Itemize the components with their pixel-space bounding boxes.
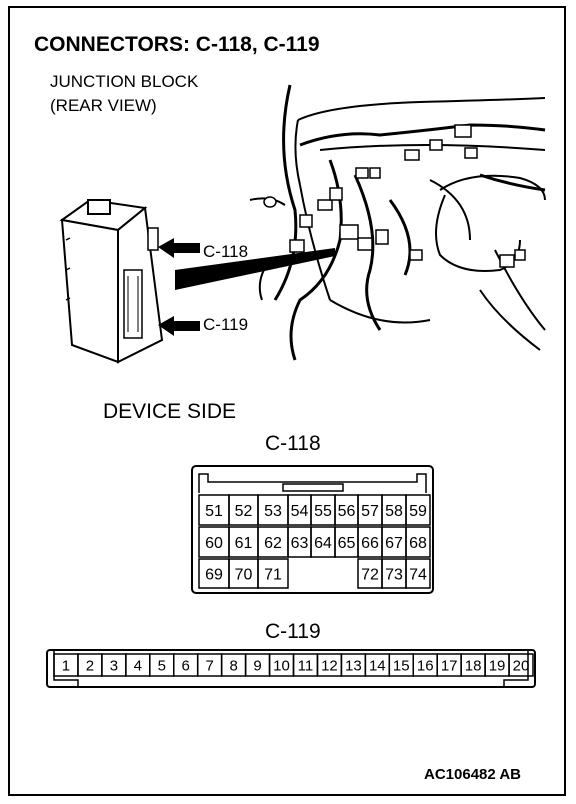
c119-pin-14-number: 14 (369, 657, 386, 674)
c118-connector-outline (191, 465, 434, 594)
c118-pin-64-number: 64 (314, 535, 332, 552)
c119-pin-12-number: 12 (321, 657, 338, 674)
page-title: CONNECTORS: C-118, C-119 (34, 33, 320, 56)
c118-pin-70-number: 70 (235, 566, 253, 583)
c119-pin-17-number: 17 (441, 657, 458, 674)
c118-pin-61-number: 61 (235, 535, 253, 552)
c118-pin-59-cell (405, 494, 431, 526)
c118-pin-53-number: 53 (264, 503, 282, 520)
c118-pin-52-number: 52 (235, 503, 253, 520)
c118-title: C-118 (265, 432, 321, 455)
view-label: (REAR VIEW) (50, 96, 157, 115)
c119-connector-outline (46, 649, 536, 688)
c118-pin-71-number: 71 (264, 566, 282, 583)
c118-pin-58-number: 58 (385, 503, 403, 520)
c119-pin-11-number: 11 (298, 657, 314, 674)
c119-pin-3-number: 3 (110, 657, 118, 674)
c118-pin-57-number: 57 (361, 503, 379, 520)
c118-pin-72-number: 72 (361, 566, 379, 583)
c119-pin-18-number: 18 (465, 657, 482, 674)
detail-pointer (175, 248, 335, 290)
c118-pin-60-number: 60 (205, 535, 223, 552)
c118-pin-74-number: 74 (409, 566, 427, 583)
c119-pin-5-number: 5 (158, 657, 166, 674)
dashboard-drawing (249, 84, 546, 361)
c119-pin-8-number: 8 (229, 657, 237, 674)
dashboard-connectors (263, 124, 526, 268)
c119-pin-10-number: 10 (273, 657, 290, 674)
c118-pin-54-number: 54 (291, 503, 309, 520)
c118-pin-51-number: 51 (205, 503, 223, 520)
c118-pin-56-number: 56 (338, 503, 356, 520)
c118-pin-74-cell (405, 558, 431, 589)
c119-pin-19-number: 19 (489, 657, 506, 674)
c119-title: C-119 (265, 620, 321, 643)
c118-pin-63-number: 63 (291, 535, 309, 552)
c119-pin-1-number: 1 (62, 657, 70, 674)
c119-pin-13-number: 13 (345, 657, 362, 674)
device-side-label: DEVICE SIDE (103, 400, 237, 423)
c119-pin-16-number: 16 (417, 657, 434, 674)
c118-pin-55-number: 55 (314, 503, 332, 520)
c119-pin-20-number: 20 (513, 657, 530, 674)
c118-pin-65-number: 65 (338, 535, 356, 552)
c118-pin-62-number: 62 (264, 535, 282, 552)
c119-pin-15-number: 15 (393, 657, 410, 674)
c119-pin-6-number: 6 (182, 657, 190, 674)
figure-code: AC106482 AB (424, 766, 521, 783)
junction-block-drawing (59, 198, 164, 364)
c118-pin-67-number: 67 (385, 535, 403, 552)
c119-callout-label: C-119 (203, 315, 249, 334)
c119-pin-20-cell (508, 653, 534, 677)
figure-frame (8, 6, 566, 796)
c118-pin-66-number: 66 (361, 535, 379, 552)
c118-pin-68-number: 68 (409, 535, 427, 552)
callout-arrows (158, 238, 200, 336)
c119-pin-9-number: 9 (253, 657, 261, 674)
c118-pin-73-number: 73 (385, 566, 403, 583)
junction-block-label: JUNCTION BLOCK (50, 72, 199, 91)
c118-pin-68-cell (405, 526, 431, 558)
c118-pin-grid: 51 52 53 54 55 56 57 58 59 60 61 62 63 64 65 66 67 68 69 70… (198, 494, 431, 589)
c119-pin-2-number: 2 (86, 657, 94, 674)
c119-pin-4-number: 4 (134, 657, 142, 674)
c118-pin-71-cell (257, 558, 289, 589)
c119-pin-7-number: 7 (206, 657, 214, 674)
c118-pin-59-number: 59 (409, 503, 427, 520)
c118-callout-label: C-118 (203, 242, 249, 261)
c118-pin-69-number: 69 (205, 566, 223, 583)
